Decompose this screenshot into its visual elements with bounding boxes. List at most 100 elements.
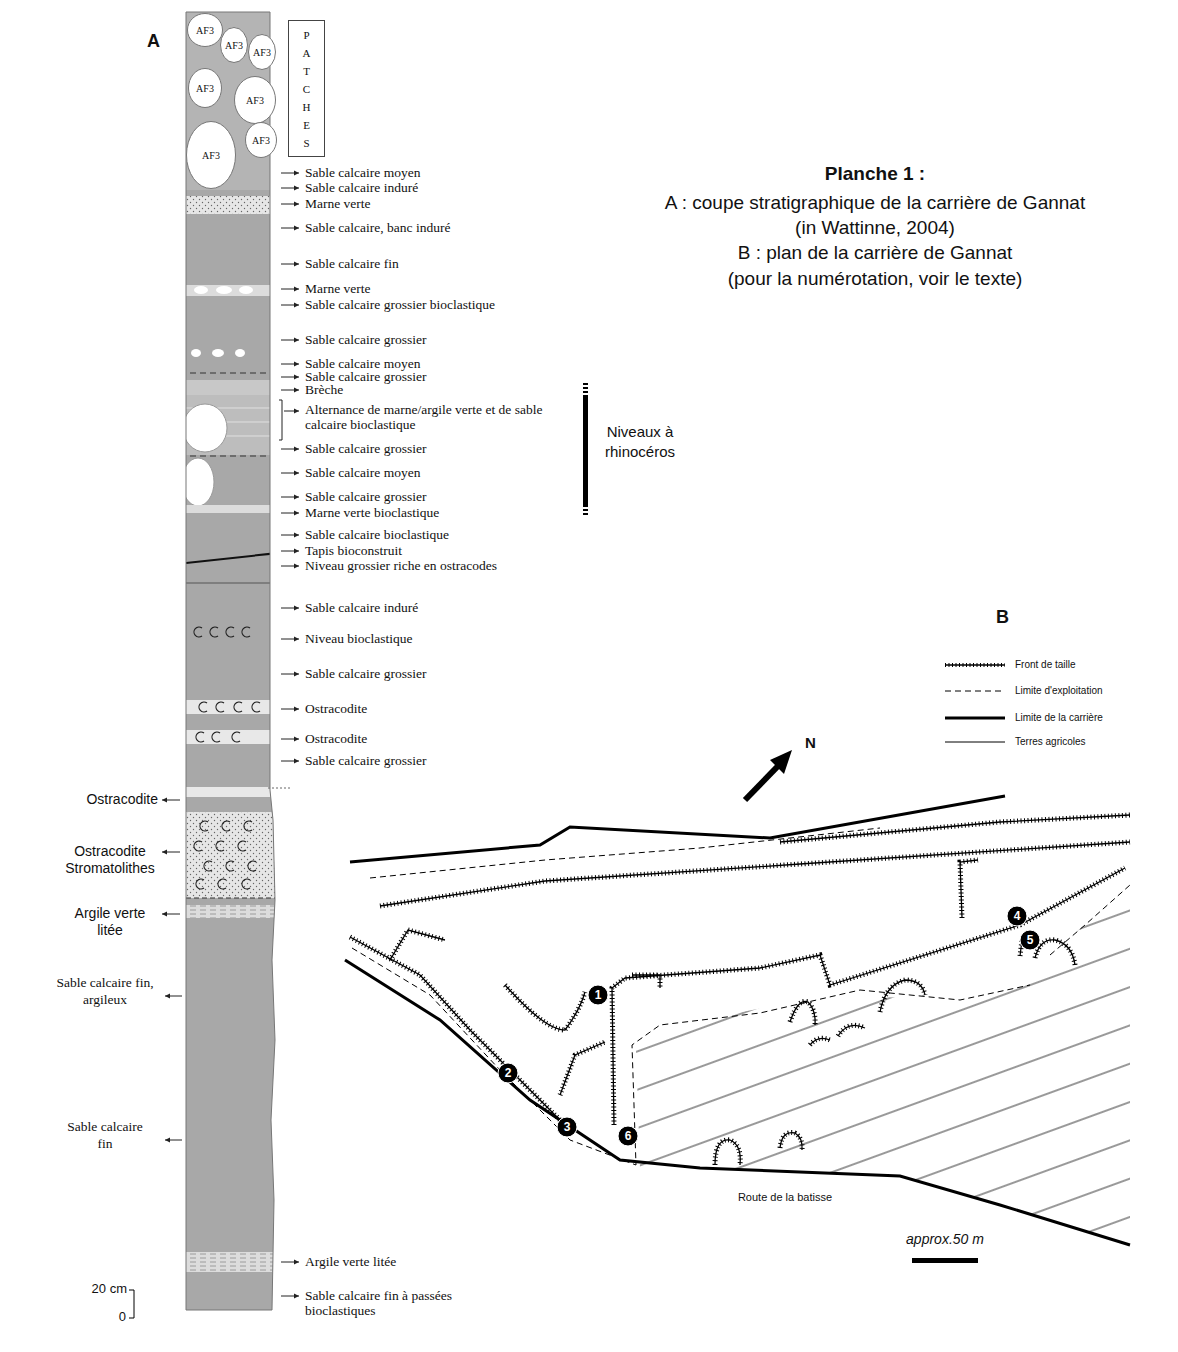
boundary (186, 583, 278, 584)
ostracod-arc (196, 879, 204, 889)
ostracod-arc (226, 861, 234, 871)
layer-label: Sable calcaire grossier (305, 370, 426, 383)
ostracodite-band (186, 787, 278, 797)
arrow-head (294, 495, 299, 500)
legend-text: Front de taille (1015, 659, 1076, 671)
ostracod-arc (242, 627, 250, 637)
layer-label: Sable calcaire induré (305, 601, 418, 614)
layer-label: Marne verte (305, 282, 371, 295)
arrow-head (165, 994, 170, 999)
ostracod-arcs (194, 627, 260, 889)
arrow-head (294, 707, 299, 712)
range-bar-dashed (583, 505, 588, 515)
nodule (212, 349, 224, 357)
circle-outline (588, 985, 608, 1005)
north-arrow-head (770, 750, 792, 774)
arrow-head (294, 186, 299, 191)
layer-label: Argile verte litée (305, 1255, 396, 1268)
dashed-boundary (186, 898, 278, 899)
arrow-head (294, 606, 299, 611)
ellipse-outline (188, 14, 223, 47)
legend-sample (945, 691, 1005, 692)
quarry-face (350, 815, 1130, 1165)
scale-bar (912, 1258, 978, 1263)
layer-label: Marne verte bioclastique (305, 506, 439, 519)
layer-label: Ostracodite Stromatolithes (55, 843, 165, 877)
node-label: PATCHES (301, 26, 312, 152)
arrow-head (162, 850, 167, 855)
layer-label: Niveau grossier riche en ostracodes (305, 559, 497, 572)
patches-box: PATCHES (288, 20, 325, 157)
callout-number: 2 (505, 1066, 512, 1080)
exploitation-limit (352, 948, 1030, 1165)
layer-label: Sable calcaire grossier (305, 490, 426, 503)
patch-ellipse: AF3 (248, 34, 276, 70)
arrow-head (294, 338, 299, 343)
ellipse-outline (246, 123, 277, 158)
ellipse-outline (189, 69, 222, 108)
ostracod-arc (212, 732, 220, 742)
arrow-head (294, 549, 299, 554)
callout-number: 5 (1027, 933, 1034, 947)
quarry-limit (345, 960, 1130, 1245)
ostracod-arc (194, 841, 202, 851)
patch-layer (186, 12, 278, 190)
callout-circle: 1 (588, 985, 608, 1005)
ostracod-arc (199, 702, 207, 712)
layer-label: Ostracodite (305, 732, 367, 745)
patches-ground (288, 20, 325, 157)
patch-ellipse: AF3 (188, 68, 222, 108)
north-arrow (745, 764, 780, 800)
legend-sample (945, 742, 1005, 743)
callout-number: 4 (1014, 909, 1021, 923)
arrow-head (294, 737, 299, 742)
arrow-head (294, 303, 299, 308)
layer-label: Sable calcaire moyen (305, 357, 420, 370)
map-label: N (805, 734, 816, 751)
caption-line: (pour la numérotation, voir le texte) (595, 268, 1155, 290)
legend-sample (945, 664, 1005, 665)
nodule (216, 286, 232, 294)
caption-line: B : plan de la carrière de Gannat (595, 242, 1155, 264)
circle-outline (618, 1126, 638, 1146)
sand-layer (186, 12, 278, 1310)
arrow-head (294, 375, 299, 380)
map-label: B (996, 607, 1009, 628)
marl-band (186, 285, 278, 296)
ostracod-arc (210, 627, 218, 637)
arrow-head (294, 409, 299, 414)
layer-label: Marne verte (305, 197, 371, 210)
ostracod-arc (218, 879, 226, 889)
nodule (239, 286, 253, 294)
ostracod-arc (196, 732, 204, 742)
stratigraphic-column (160, 12, 290, 1310)
node-label: AF3 (252, 135, 270, 146)
ostracod-arc (216, 702, 224, 712)
layer-label: Sable calcaire bioclastique (305, 528, 449, 541)
patch-ellipse: AF3 (186, 121, 236, 189)
layer-label: Sable calcaire grossier bioclastique (305, 298, 495, 311)
callout-circle: 6 (618, 1126, 638, 1146)
callout-number: 6 (625, 1129, 632, 1143)
layer-label: Sable calcaire fin (65, 1118, 145, 1152)
patch-ellipse: AF3 (220, 27, 248, 63)
arrow-head (294, 226, 299, 231)
ostracod-arc (242, 879, 250, 889)
callout-circle: 2 (498, 1063, 518, 1083)
layer-label: Niveau bioclastique (305, 632, 413, 645)
farmland-hatch (600, 880, 1160, 1280)
callout-circle: 3 (557, 1117, 577, 1137)
scale-bracket (129, 1290, 134, 1318)
arrow-head (294, 1294, 299, 1299)
node-label: AF3 (196, 83, 214, 94)
ellipse-outline (249, 35, 276, 70)
layer-label: Sable calcaire fin, argileux (55, 974, 155, 1008)
map-label: Route de la batisse (705, 1191, 865, 1204)
exploitation-limit (1050, 885, 1130, 955)
ostracod-arc (200, 821, 208, 831)
ostracod-arc (194, 627, 202, 637)
arrow-head (294, 533, 299, 538)
arrow-head (294, 759, 299, 764)
clay-band (186, 1252, 278, 1272)
layer-label: Sable calcaire fin à passées bioclastiqu… (305, 1288, 455, 1318)
